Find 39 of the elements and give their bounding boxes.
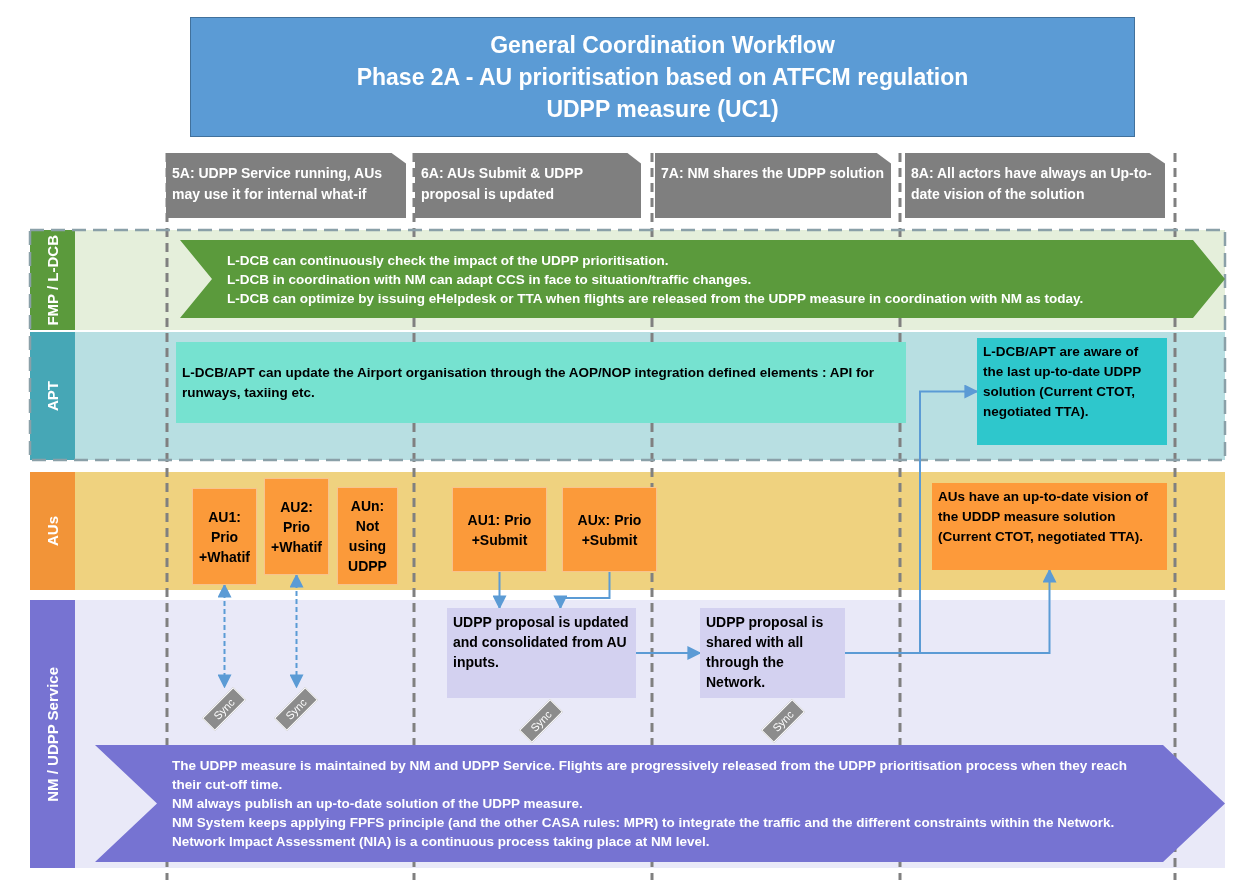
actor-box: AU1: Prio +Submit [452,487,547,572]
actor-box: AUn: Not using UDPP [337,487,398,585]
process-box: AUs have an up-to-date vision of the UDDP measure solution (Current CTOT, negotiated TTA). [932,483,1167,570]
phase-header: 8A: All actors have always an Up-to-date vision of the solution [905,153,1165,218]
arrow-banner [95,745,1225,862]
actor-box: AUx: Prio +Submit [562,487,657,572]
banner-text: L-DCB can optimize by issuing eHelpdesk or TTA when flights are released from the UDPP measure in coordination with NM as today. [227,289,1085,308]
lane-title: NM / UDPP Service [44,666,61,802]
swimlane [30,332,1225,460]
arrow [289,573,304,689]
process-box: UDPP proposal is updated and consolidated from AU inputs. [447,608,636,698]
actor-box: AU2: Prio +Whatif [264,478,329,575]
arrow [553,571,611,610]
title-banner [190,17,1135,137]
process-box: UDPP proposal is shared with all through the Network. [700,608,845,698]
banner-text: L-DCB can continuously check the impact of the UDPP prioritisation. [227,251,670,270]
arrow [492,571,507,610]
swimlane [30,600,1225,868]
lane-title: APT [44,381,61,411]
phase-header: 6A: AUs Submit & UDPP proposal is updated [415,153,641,218]
arrow [635,646,702,660]
phase-header: 7A: NM shares the UDPP solution [655,153,891,218]
phase-header: 5A: UDPP Service running, AUs may use it for internal what-if [166,153,406,218]
arrow [217,583,232,689]
banner-text: NM System keeps applying FPFS principle (and the other CASA rules: MPR) to integrate the traffic and the different constraints within the Network. Network Impact Assessment (NIA) is a continuous process taking place at NM level. [172,814,1116,851]
title-line: UDPP measure (UC1) [546,95,779,124]
banner-text: The UDPP measure is maintained by NM and UDPP Service. Flights are progressively released from the UDPP prioritisation process when they reach their cut-off time. [172,757,1129,794]
arrow-banner [180,240,1225,318]
process-box: L-DCB/APT can update the Airport organisation through the AOP/NOP integration defined elements : API for runways, taxiing etc. [176,342,906,423]
title-line: General Coordination Workflow [490,31,835,60]
swimlane [30,472,1225,590]
banner-text: L-DCB in coordination with NM can adapt CCS in face to situation/traffic changes. [227,270,753,289]
banner-text: NM always publish an up-to-date solution of the UDPP measure. [172,795,584,813]
lane-title: AUs [44,516,61,546]
process-box: L-DCB/APT are aware of the last up-to-date UDPP solution (Current CTOT, negotiated TTA). [977,338,1167,445]
swimlane [30,230,1225,330]
title-line: Phase 2A - AU prioritisation based on ATFCM regulation [356,63,969,92]
lane-title: FMP / L-DCB [44,234,61,326]
actor-box: AU1: Prio +Whatif [192,488,257,585]
